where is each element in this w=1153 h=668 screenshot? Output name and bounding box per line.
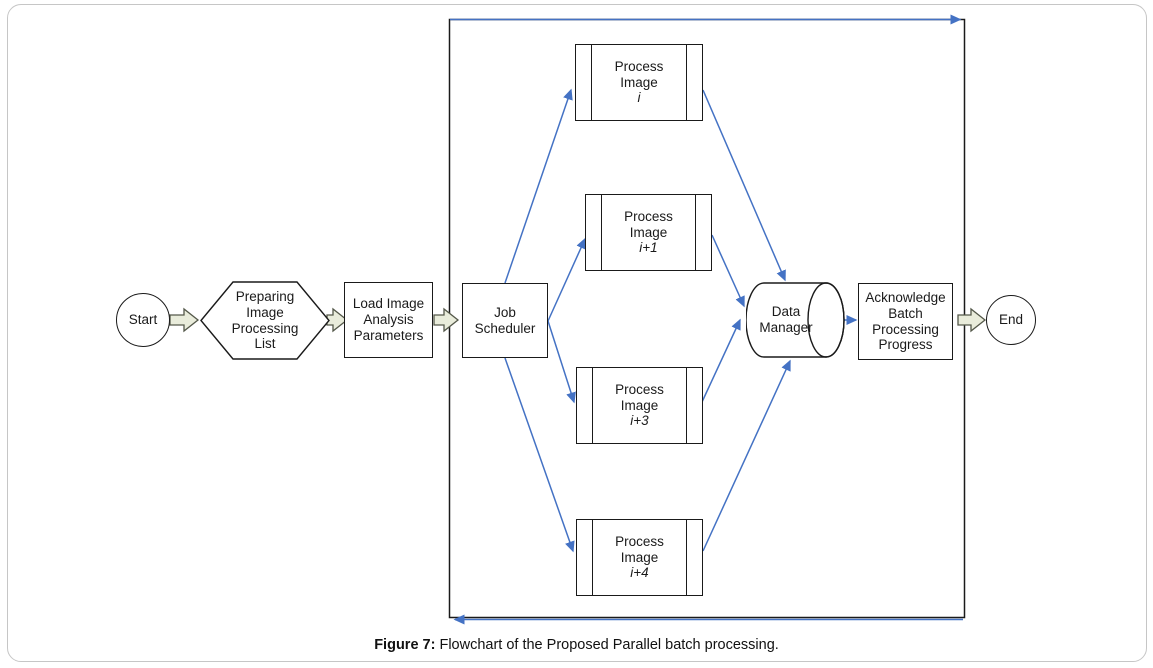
predefined-process-bar-right xyxy=(695,195,696,270)
preparing-list-label: Preparing Image Processing List xyxy=(231,288,299,352)
process-image-label-i4: Process Image i+4 xyxy=(615,533,664,581)
predefined-process-bar-left xyxy=(601,195,602,270)
figure-caption-number: Figure 7: xyxy=(374,637,436,653)
process-image-box-i: Process Image i xyxy=(575,44,703,121)
block-arrow-start-to-preparing xyxy=(169,307,200,333)
flow-arrow-scheduler-to-process-i4 xyxy=(504,357,575,553)
figure-frame xyxy=(7,4,1147,662)
process-image-box-i4: Process Image i+4 xyxy=(576,519,703,596)
predefined-process-bar-left xyxy=(592,520,593,595)
data-manager-label: Data Manager xyxy=(759,304,813,335)
job-scheduler-label: Job Scheduler xyxy=(474,304,536,336)
acknowledge-box: Acknowledge Batch Processing Progress xyxy=(858,283,953,360)
block-arrow-acknowledge-to-end xyxy=(957,307,987,333)
predefined-process-bar-left xyxy=(591,45,592,120)
cylinder-shape xyxy=(746,282,845,358)
job-scheduler-box: Job Scheduler xyxy=(462,283,548,358)
end-node: End xyxy=(986,295,1036,345)
flow-arrow-process-i1-to-datamanager xyxy=(711,234,745,308)
predefined-process-bar-right xyxy=(686,368,687,443)
start-node: Start xyxy=(116,293,170,347)
flow-arrow-scheduler-to-process-i3 xyxy=(547,320,576,404)
preparing-list-hexagon: Preparing Image Processing List xyxy=(200,281,330,360)
block-arrow-load-to-scheduler xyxy=(433,307,460,333)
block-arrow-preparing-to-load xyxy=(326,307,349,333)
figure-caption-text: Flowchart of the Proposed Parallel batch… xyxy=(435,637,779,653)
predefined-process-bar-right xyxy=(686,45,687,120)
load-parameters-box: Load Image Analysis Parameters xyxy=(344,282,433,358)
load-parameters-label: Load Image Analysis Parameters xyxy=(352,296,425,343)
end-label: End xyxy=(998,312,1024,328)
process-image-label-i1: Process Image i+1 xyxy=(624,208,673,256)
flow-arrow-scheduler-to-process-i1 xyxy=(547,237,586,322)
hexagon-shape xyxy=(200,281,330,360)
flow-arrow-process-i4-to-datamanager xyxy=(702,359,791,552)
flow-arrow-process-i3-to-datamanager xyxy=(701,318,741,403)
start-label: Start xyxy=(128,312,158,328)
flow-arrow-process-i-to-datamanager xyxy=(702,89,786,282)
process-image-box-i3: Process Image i+3 xyxy=(576,367,703,444)
acknowledge-label: Acknowledge Batch Processing Progress xyxy=(865,289,946,353)
process-image-label-i: Process Image i xyxy=(614,58,664,106)
data-manager-cylinder: Data Manager xyxy=(746,282,846,358)
predefined-process-bar-left xyxy=(592,368,593,443)
process-image-label-i3: Process Image i+3 xyxy=(615,381,664,429)
process-image-box-i1: Process Image i+1 xyxy=(585,194,712,271)
flow-arrow-scheduler-to-process-i xyxy=(504,88,573,284)
predefined-process-bar-right xyxy=(686,520,687,595)
figure-caption: Figure 7: Flowchart of the Proposed Para… xyxy=(0,637,1153,653)
